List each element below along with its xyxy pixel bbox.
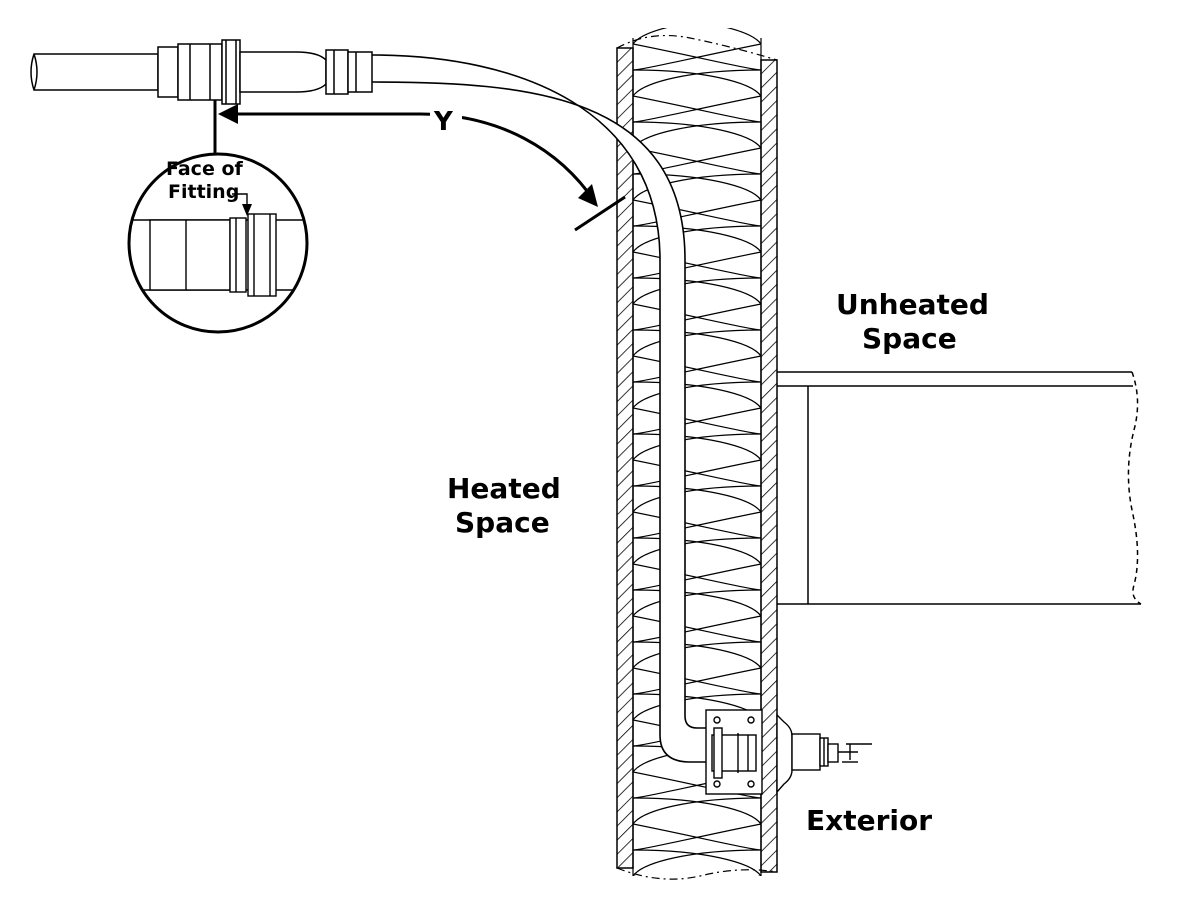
- unheated-space-line1: Unheated: [836, 288, 989, 321]
- insulation-wave: [632, 537, 762, 591]
- fitting-detail-inset: Face of Fitting: [127, 152, 309, 334]
- insulation-wave: [632, 69, 762, 123]
- insulation-wave: [632, 797, 762, 851]
- insulation-wave: [632, 173, 762, 227]
- upstream-fittings: [30, 39, 373, 105]
- dimension-y: [213, 100, 626, 232]
- inset-label-line2: Fitting: [168, 181, 239, 203]
- pipe-inner-edge: [371, 81, 712, 729]
- insulation-wave: [632, 277, 762, 331]
- inset-leader: [232, 193, 248, 206]
- insulation-wave: [632, 28, 762, 71]
- unheated-space-line2: Space: [862, 322, 957, 355]
- wall-outer-sheathing: [760, 59, 778, 873]
- heated-space-line2: Space: [455, 506, 550, 539]
- exterior-label: Exterior: [806, 804, 932, 837]
- insulation-wave: [632, 381, 762, 435]
- insulation-wave: [632, 121, 762, 175]
- insulation-wave: [632, 589, 762, 643]
- wall-inner-sheathing: [616, 47, 634, 869]
- dimension-end-tick: [574, 195, 626, 232]
- insulation-wave: [632, 641, 762, 695]
- insulation-wave: [632, 485, 762, 539]
- insulation-wave: [632, 849, 762, 876]
- wall-top-break: [616, 34, 778, 61]
- insulation-batt: [632, 28, 762, 876]
- dimension-label: Y: [433, 107, 454, 137]
- wall-hydrant: [705, 709, 872, 795]
- heated-space-line1: Heated: [447, 472, 561, 505]
- supply-pipe: [371, 54, 712, 763]
- insulation-wave: [632, 433, 762, 487]
- inset-label-line1: Face of: [166, 158, 244, 180]
- insulation-wave: [632, 225, 762, 279]
- unheated-joist: [777, 371, 1142, 605]
- exterior-escutcheon: [776, 713, 793, 794]
- pipe-outer-edge: [371, 54, 712, 763]
- arrowhead-right: [578, 184, 598, 207]
- wall-bottom-break: [616, 867, 778, 880]
- arrowhead-left: [218, 104, 238, 124]
- insulation-wave: [632, 329, 762, 383]
- exterior-wall: [616, 28, 778, 880]
